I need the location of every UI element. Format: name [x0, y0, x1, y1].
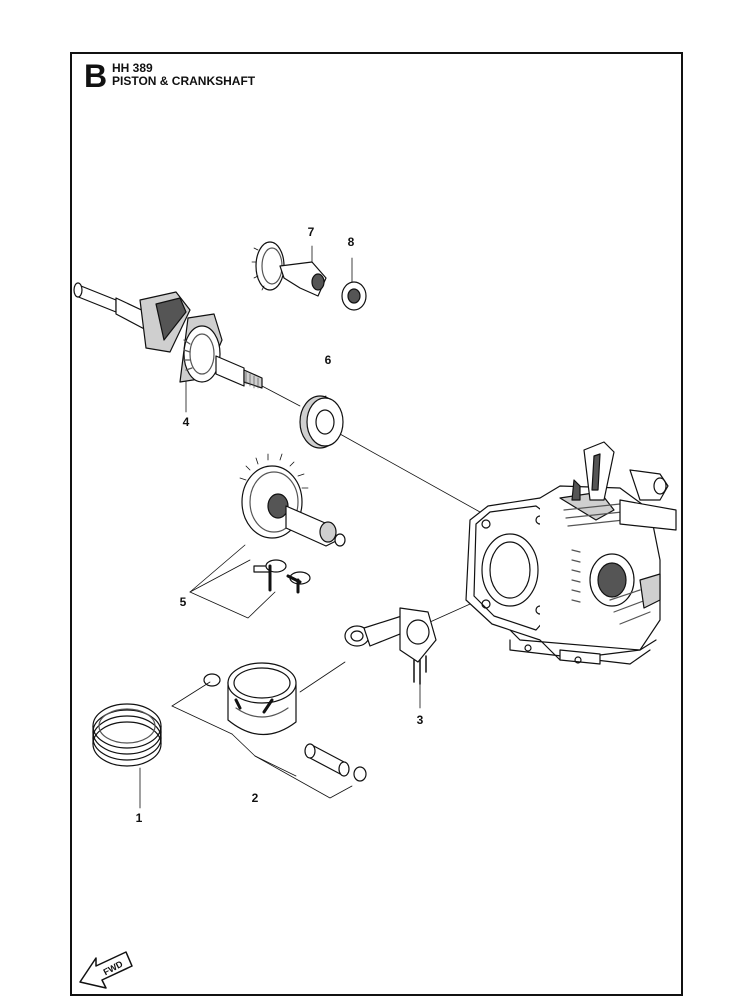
camshaft	[239, 453, 346, 547]
callout-4: 4	[182, 415, 190, 429]
connecting-rod	[344, 607, 437, 685]
oil-seal	[299, 395, 344, 449]
leader-line-seal-to-case	[339, 433, 481, 513]
callout-5: 5	[179, 595, 187, 609]
model-number: HH 389	[112, 61, 153, 75]
bracket-5-mid	[189, 559, 251, 593]
forward-arrow-icon	[79, 951, 133, 989]
piston-clip-right	[353, 766, 367, 782]
bracket-2-a	[171, 705, 233, 735]
callout-6: 6	[324, 353, 332, 367]
leader-line-piston-to-rod	[299, 661, 346, 693]
leader-line-crank-to-seal	[261, 385, 301, 407]
piston	[203, 662, 297, 736]
page-header: HH 389 PISTON & CRANKSHAFT	[112, 62, 255, 88]
bracket-2-d	[254, 755, 353, 799]
valve-tappets	[253, 559, 311, 594]
piston-clip-left	[203, 673, 221, 687]
callout-3: 3	[416, 713, 424, 727]
callout-7: 7	[307, 225, 315, 239]
bracket-5-upper	[189, 544, 246, 593]
bracket-5	[189, 591, 276, 619]
washer	[341, 281, 367, 311]
callout-8: 8	[347, 235, 355, 249]
piston-rings	[92, 703, 162, 767]
crankcase	[465, 441, 677, 665]
drawing-frame	[70, 52, 683, 996]
bracket-2-b	[171, 681, 211, 707]
page-title: PISTON & CRANKSHAFT	[112, 74, 256, 88]
piston-pin	[304, 743, 367, 782]
bracket-2-c	[231, 733, 297, 777]
section-letter: B	[84, 58, 108, 94]
callout-1: 1	[135, 811, 143, 825]
crankshaft	[73, 282, 263, 389]
governor-assembly	[251, 241, 327, 297]
callout-2: 2	[251, 791, 259, 805]
